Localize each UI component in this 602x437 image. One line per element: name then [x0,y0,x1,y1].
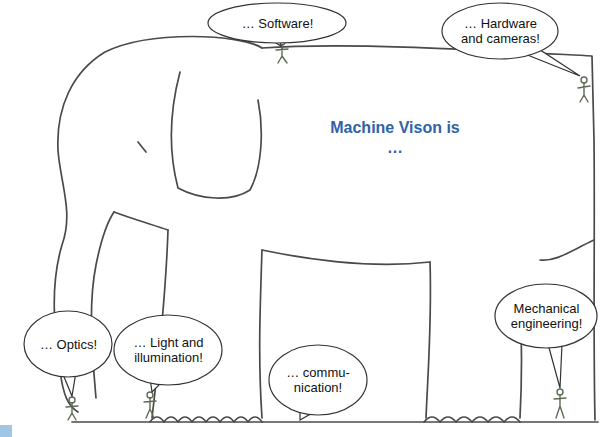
bubble-text: … Software! [227,16,328,31]
bubble-text-block: … Hardware and cameras! [458,16,543,46]
speech-bubble: … Light and illumination! [113,314,223,386]
bubble-text: … Optics! [36,337,101,352]
bubble-ellipse [208,3,346,43]
elephant-outline [54,37,598,423]
bubble-text-block: Mechanical engineering! [509,301,584,331]
speech-bubble: … commu- nication! [268,344,368,416]
bubble-ellipse [114,315,222,385]
corner-bar [0,425,12,437]
blind-men-figures [66,39,590,420]
bubble-ellipse [495,284,597,348]
speech-bubble: … Optics! [23,310,113,378]
bubble-ellipse [24,311,112,377]
speech-bubble: … Hardware and cameras! [441,2,559,60]
center-label: Machine Vison is … [325,118,465,158]
bubble-text: … Light and illumination! [129,335,208,365]
speech-bubble: … Software! [207,2,347,44]
speech-bubble: Mechanical engineering! [494,283,598,349]
bubble-ellipse [442,3,558,59]
bubble-text: Mechanical engineering! [509,301,584,331]
bubble-text-block: … Optics! [36,337,101,352]
bubble-text: … commu- nication! [282,365,354,395]
bubble-text-block: … Light and illumination! [129,335,208,365]
bubble-text-block: … Software! [227,16,328,31]
bubble-text-block: … commu- nication! [282,365,354,395]
bubble-tails [62,38,580,420]
bubble-ellipse [269,345,367,415]
bubble-text: … Hardware and cameras! [458,16,543,46]
